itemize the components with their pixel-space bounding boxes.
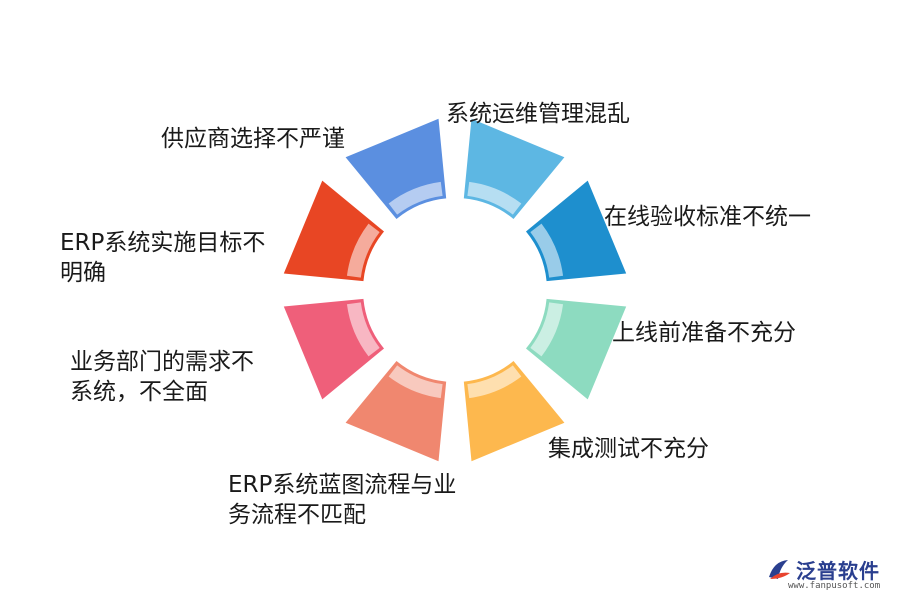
segment-highlight-6 [346, 223, 380, 278]
fanpu-logo: 泛普软件 www.fanpusoft.com [766, 555, 892, 595]
label-implementation-goals: ERP系统实施目标不 明确 [60, 230, 266, 286]
logo-name: 泛普软件 [796, 559, 880, 583]
fanpu-logo-icon [769, 560, 790, 579]
label-acceptance-standard: 在线验收标准不统一 [604, 204, 811, 230]
label-go-live-preparation: 上线前准备不充分 [612, 320, 796, 346]
label-blueprint-mismatch: ERP系统蓝图流程与业 务流程不匹配 [228, 472, 457, 528]
segment-highlight-2 [530, 302, 564, 357]
label-business-requirements: 业务部门的需求不 系统，不全面 [70, 349, 254, 405]
logo-url: www.fanpusoft.com [788, 581, 881, 591]
diagram-segments [283, 118, 627, 462]
segment-highlight-5 [346, 302, 380, 357]
label-system-maintenance: 系统运维管理混乱 [446, 101, 630, 127]
segment-highlight-0 [467, 181, 522, 215]
segment-highlight-1 [530, 223, 564, 278]
segment-highlight-3 [467, 365, 522, 399]
label-integration-testing: 集成测试不充分 [548, 436, 709, 462]
segment-highlight-4 [388, 365, 443, 399]
label-vendor-selection: 供应商选择不严谨 [161, 126, 345, 152]
segment-highlight-7 [388, 181, 443, 215]
